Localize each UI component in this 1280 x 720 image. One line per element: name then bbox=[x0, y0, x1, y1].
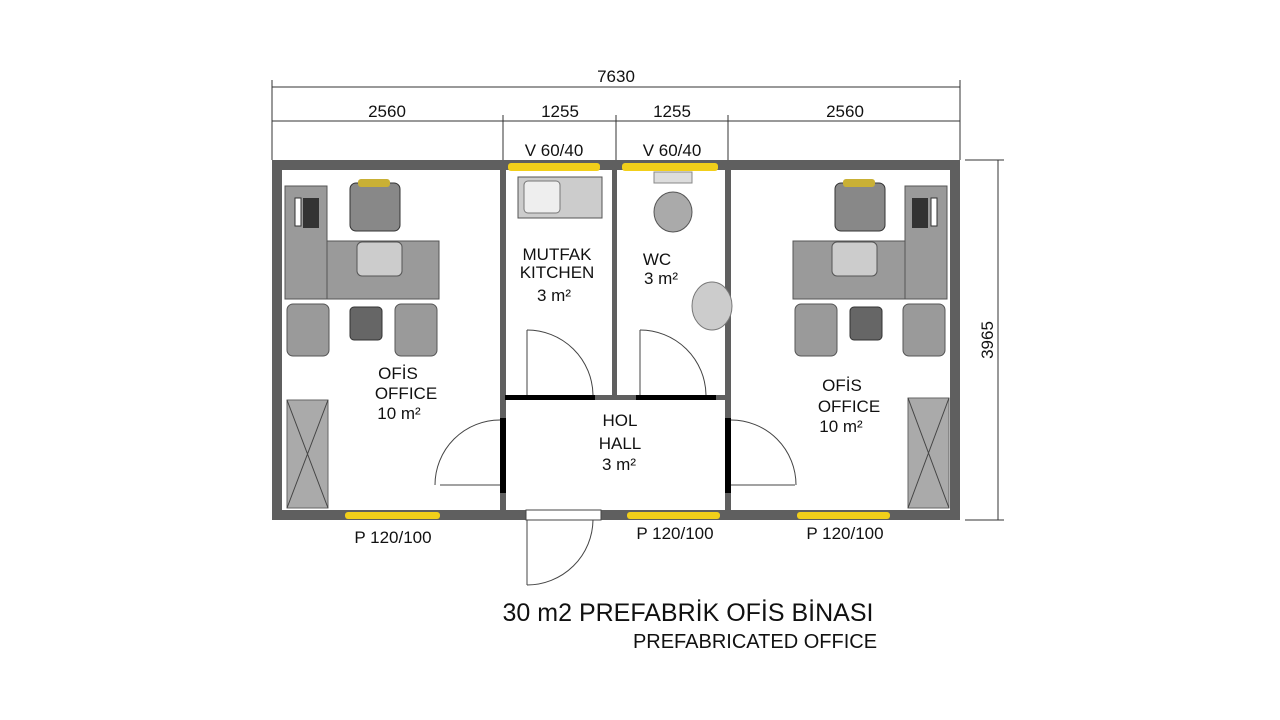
hall-name-tr: HOL bbox=[603, 411, 638, 430]
wc-tank-icon bbox=[653, 171, 693, 184]
dimension-lines bbox=[271, 80, 1004, 521]
dimension-segment-1: 2560 bbox=[368, 102, 406, 121]
doors bbox=[434, 329, 797, 586]
office-right-name-tr: OFİS bbox=[822, 376, 862, 395]
window-label-kitchen: V 60/40 bbox=[525, 141, 584, 160]
hall-name-en: HALL bbox=[599, 434, 642, 453]
armchair-icon bbox=[286, 303, 330, 357]
window-label-wc: V 60/40 bbox=[643, 141, 702, 160]
armchair-icon bbox=[394, 303, 438, 357]
plan-title: 30 m2 PREFABRİK OFİS BİNASI bbox=[503, 598, 874, 627]
window-wc bbox=[622, 163, 718, 171]
chair-icon bbox=[834, 179, 886, 232]
dimension-total-width: 7630 bbox=[597, 67, 635, 86]
dimension-segment-4: 2560 bbox=[826, 102, 864, 121]
armchair-icon bbox=[794, 303, 838, 357]
office-left-name-en: OFFICE bbox=[375, 384, 437, 403]
wc-name: WC bbox=[643, 250, 671, 269]
dimension-segment-3: 1255 bbox=[653, 102, 691, 121]
window-label-office-right: P 120/100 bbox=[806, 524, 883, 543]
window-hall bbox=[627, 512, 720, 519]
window-kitchen bbox=[508, 163, 600, 171]
washbasin-icon bbox=[691, 281, 733, 331]
window-label-hall: P 120/100 bbox=[636, 524, 713, 543]
window-label-office-left: P 120/100 bbox=[354, 528, 431, 547]
kitchen-area: 3 m² bbox=[537, 286, 571, 305]
desk-right bbox=[792, 185, 948, 300]
walls bbox=[272, 160, 960, 521]
office-right-area: 10 m² bbox=[819, 417, 863, 436]
plan-subtitle: PREFABRICATED OFFICE bbox=[633, 631, 877, 653]
office-left-name-tr: OFİS bbox=[378, 364, 418, 383]
armchair-icon bbox=[902, 303, 946, 357]
desk-left bbox=[284, 185, 440, 300]
coffee-table-icon bbox=[849, 306, 883, 341]
office-left-area: 10 m² bbox=[377, 404, 421, 423]
window-office-left bbox=[345, 512, 440, 519]
office-right-name-en: OFFICE bbox=[818, 397, 880, 416]
hall-area: 3 m² bbox=[602, 455, 636, 474]
dimension-depth: 3965 bbox=[978, 321, 997, 359]
wc-area: 3 m² bbox=[644, 269, 678, 288]
kitchen-name-en: KITCHEN bbox=[520, 263, 595, 282]
chair-icon bbox=[349, 179, 401, 232]
toilet-icon bbox=[653, 191, 693, 233]
dimension-segment-2: 1255 bbox=[541, 102, 579, 121]
kitchen-name-tr: MUTFAK bbox=[523, 245, 593, 264]
coffee-table-icon bbox=[349, 306, 383, 341]
window-office-right bbox=[797, 512, 890, 519]
